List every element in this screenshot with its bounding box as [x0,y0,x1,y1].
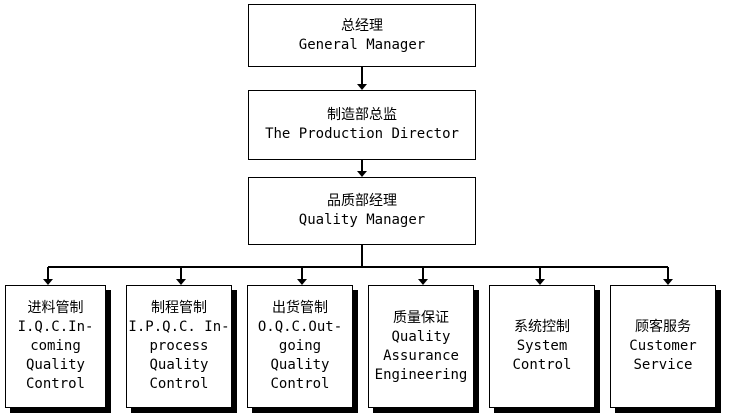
node-general-manager-zh: 总经理 [341,17,383,34]
node-dept-oqc-en: O.Q.C.Out- going Quality Control [257,319,343,392]
node-dept-system: 系统控制 System Control [489,285,595,408]
node-dept-service-en: Customer Service [629,338,697,373]
arrow-head-director [357,84,367,90]
node-dept-system-en: System Control [512,338,572,373]
node-dept-iqc: 进料管制 I.Q.C.In- coming Quality Control [5,285,106,408]
node-production-director: 制造部总监 The Production Director [248,90,476,160]
node-dept-ipqc-en: I.P.Q.C. In- process Quality Control [128,319,230,392]
node-production-director-zh: 制造部总监 [327,107,397,123]
node-production-director-en: The Production Director [265,126,459,142]
node-dept-service-zh: 顾客服务 [635,319,691,335]
node-dept-ipqc-zh: 制程管制 [151,300,207,316]
node-dept-ipqc: 制程管制 I.P.Q.C. In- process Quality Contro… [126,285,232,408]
node-general-manager-en: General Manager [298,36,426,53]
node-dept-qa: 质量保证 Quality Assurance Engineering [368,285,474,408]
arrow-head-dept-1 [43,279,53,285]
node-quality-manager-en: Quality Manager [298,212,426,228]
arrow-head-dept-2 [176,279,186,285]
node-dept-qa-en: Quality Assurance Engineering [374,328,468,383]
arrow-head-dept-5 [535,279,545,285]
node-dept-oqc-zh: 出货管制 [272,300,328,316]
node-dept-iqc-en: I.Q.C.In- coming Quality Control [17,319,94,392]
node-dept-oqc: 出货管制 O.Q.C.Out- going Quality Control [247,285,353,408]
arrow-head-dept-3 [297,279,307,285]
node-general-manager: 总经理 General Manager [248,4,476,67]
arrow-head-dept-4 [418,279,428,285]
node-dept-service: 顾客服务 Customer Service [610,285,716,408]
node-quality-manager-zh: 品质部经理 [327,193,397,209]
node-quality-manager: 品质部经理 Quality Manager [248,177,476,245]
node-dept-iqc-zh: 进料管制 [27,300,84,316]
node-dept-system-zh: 系统控制 [514,319,570,335]
arrow-head-dept-6 [663,279,673,285]
arrow-head-qm [357,171,367,177]
node-dept-qa-zh: 质量保证 [393,309,449,326]
